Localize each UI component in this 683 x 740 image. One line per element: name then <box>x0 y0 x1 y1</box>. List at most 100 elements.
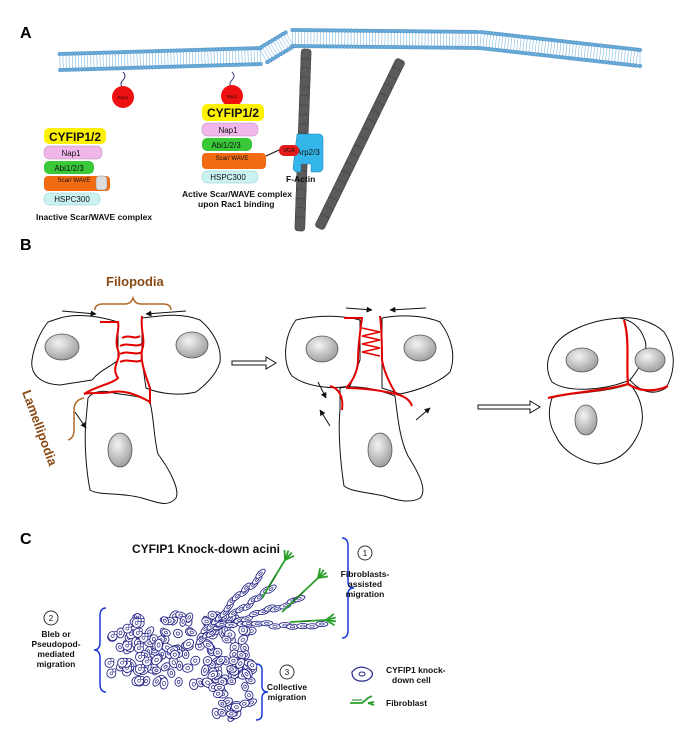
mode2-number: 2 <box>49 614 54 623</box>
inactive-hspc-label: HSPC300 <box>54 195 90 204</box>
knockdown-cell <box>247 660 258 671</box>
legend-fibroblast: Fibroblast <box>386 698 427 708</box>
lipid-tail <box>278 38 286 50</box>
knockdown-cell <box>182 663 194 673</box>
mode2-line4: migration <box>37 659 76 669</box>
bleb-cell <box>122 640 133 651</box>
lipid-head <box>637 63 643 69</box>
lipid-tail <box>611 48 614 61</box>
knockdown-cell <box>230 702 243 712</box>
rac1-active: Rac1 <box>221 71 243 107</box>
rac1-left-label: Rac1 <box>118 95 129 100</box>
mode1-line3: migration <box>346 589 385 599</box>
inactive-nap1-label: Nap1 <box>61 149 81 158</box>
lipid-tail <box>501 36 503 49</box>
knockdown-cell <box>226 677 237 686</box>
lipid-tail <box>583 45 586 58</box>
lipid-tail <box>574 44 577 57</box>
lipid-tail <box>636 51 638 64</box>
lipid-tail <box>498 36 500 49</box>
lipid-tail <box>525 39 528 52</box>
stage1-cells: Lamellipodia <box>19 310 221 504</box>
mode1-line1: Fibroblasts- <box>341 569 390 579</box>
lipid-tail <box>590 46 592 59</box>
knockdown-cell <box>173 628 183 639</box>
knockdown-cell <box>174 677 183 687</box>
mode2-label-group: 2 Bleb or Pseudopod- mediated migration <box>31 610 81 669</box>
knockdown-cell <box>154 638 163 652</box>
stage-arrow-1 <box>231 356 277 370</box>
inactive-scar-label: Scar/ WAVE <box>58 178 91 184</box>
lipid-tail <box>482 34 485 47</box>
knockdown-cell <box>186 628 197 637</box>
panel-b-letter: B <box>20 237 32 254</box>
bleb-cell <box>134 675 145 686</box>
knockdown-cell <box>190 655 201 666</box>
knockdown-cell <box>248 609 262 618</box>
lipid-tail <box>273 42 280 53</box>
knockdown-cell <box>255 568 266 579</box>
lipid-tail <box>577 45 580 58</box>
lipid-tail <box>281 37 288 48</box>
lipid-tail <box>504 36 507 49</box>
lipid-head <box>475 29 480 35</box>
mode3-label-group: 3 Collective migration <box>267 664 307 702</box>
knockdown-cell <box>215 655 226 665</box>
legend-fibroblast-icon <box>350 695 375 706</box>
legend-cell-icon <box>351 666 373 682</box>
knockdown-cell <box>176 660 184 671</box>
stage3-cells <box>547 317 674 465</box>
lipid-tail <box>586 46 589 59</box>
lipid-tail <box>507 37 510 50</box>
rac1-inactive: Rac1 <box>112 71 134 108</box>
legend-cell-line2: down cell <box>392 675 431 685</box>
lipid-tail <box>559 43 562 56</box>
active-scar-label: Scar/ WAVE <box>216 156 249 162</box>
mode2-line2: Pseudopod- <box>31 639 80 649</box>
active-nap1-label: Nap1 <box>218 126 238 135</box>
lipid-tail <box>568 44 571 57</box>
fibroblasts <box>261 549 337 626</box>
legend: CYFIP1 knock- down cell Fibroblast <box>350 665 446 708</box>
fibroblast-cell <box>289 613 337 626</box>
lipid-tail <box>491 35 494 48</box>
panel-a-letter: A <box>20 25 32 42</box>
knockdown-cell <box>224 622 238 629</box>
lipid-tail <box>550 42 553 54</box>
knockdown-cell <box>160 616 169 626</box>
stage2-cells <box>285 306 454 502</box>
mode2-line3: mediated <box>37 649 74 659</box>
knockdown-cell <box>237 634 248 645</box>
lamellipodia-label: Lamellipodia <box>19 388 61 469</box>
knockdown-cell <box>240 615 254 623</box>
lipid-tail <box>626 50 629 63</box>
vca-label: VCA <box>283 148 295 154</box>
knockdown-cell <box>151 666 162 675</box>
bleb-cell <box>135 651 145 662</box>
lipid-tail <box>485 34 488 47</box>
lipid-tail <box>267 45 275 56</box>
knockdown-cell <box>244 690 254 700</box>
lipid-tail <box>608 48 611 61</box>
knockdown-cell <box>182 638 195 650</box>
lipid-tail <box>495 35 497 48</box>
bracket-mode2 <box>93 607 107 693</box>
actin-monomer <box>315 214 329 230</box>
bleb-cell <box>107 631 118 642</box>
lipid-tail <box>283 35 291 47</box>
lipid-tail <box>510 37 513 50</box>
lipid-tail <box>534 40 537 53</box>
knockdown-cell <box>315 620 329 628</box>
mode1-number: 1 <box>363 549 368 558</box>
lipid-tail <box>537 40 540 53</box>
bleb-cell <box>134 664 145 675</box>
knockdown-cell <box>241 681 249 692</box>
rac1-right-label: Rac1 <box>227 94 238 99</box>
lipid-tail <box>599 47 602 60</box>
lipid-tail <box>259 49 267 61</box>
active-caption-line2: upon Rac1 binding <box>198 199 275 209</box>
knockdown-cell <box>181 649 190 659</box>
cell-membrane <box>57 27 643 73</box>
stage-arrow-2 <box>477 400 541 414</box>
